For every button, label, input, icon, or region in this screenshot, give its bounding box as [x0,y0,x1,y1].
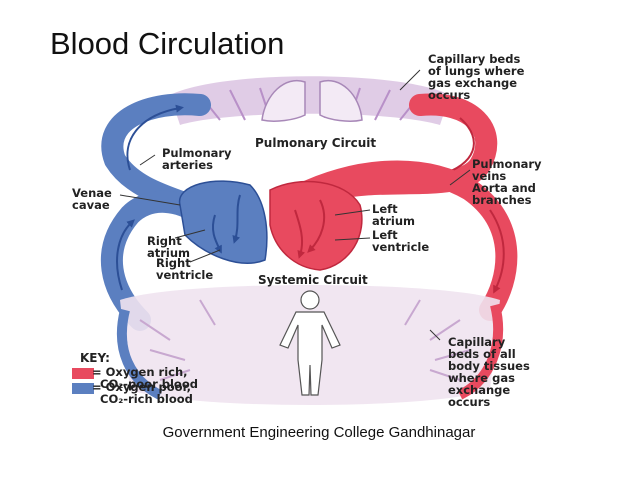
key-item-oxygen-poor: = Oxygen poor, CO₂-rich blood [92,380,193,406]
key-item-oxygen-rich: = Oxygen rich, CO₂-poor blood [92,365,198,391]
body-capillary-bed [116,285,504,405]
label-pulmonary-arteries: Pulmonary arteries [162,146,232,172]
slide-title: Blood Circulation [50,26,285,61]
left-heart [269,180,363,271]
human-figure [279,290,341,396]
label-pulmonary-circuit: Pulmonary Circuit [255,136,377,150]
key-title: KEY: [80,351,110,365]
pulmonary-vein-vessel [319,93,498,201]
heart [179,180,363,271]
lung-capillary-bed [170,76,450,125]
label-capillary-body: Capillary beds of all body tissues where… [448,335,530,409]
venae-cavae-vessel [100,190,211,331]
label-left-ventricle: Left ventricle [372,228,430,254]
leader-lines [119,69,471,341]
key-swatch-oxygen-poor [72,383,94,394]
label-aorta: Aorta and branches [472,181,536,207]
aorta-vessel [289,160,518,321]
label-systemic-circuit: Systemic Circuit [258,273,368,287]
label-left-atrium: Left atrium [372,202,416,228]
lung-right [319,79,363,122]
key-swatch-oxygen-rich [72,368,94,379]
lung-left [261,79,306,122]
label-pulmonary-veins: Pulmonary veins [472,157,542,183]
label-capillary-lungs: Capillary beds of lungs where gas exchan… [428,52,525,102]
label-right-atrium: Right atrium [147,234,191,260]
label-venae-cavae: Venae cavae [72,186,112,212]
label-right-ventricle: Right ventricle [156,256,214,282]
right-heart [179,180,268,264]
slide-caption: Government Engineering College Gandhinag… [162,424,476,441]
